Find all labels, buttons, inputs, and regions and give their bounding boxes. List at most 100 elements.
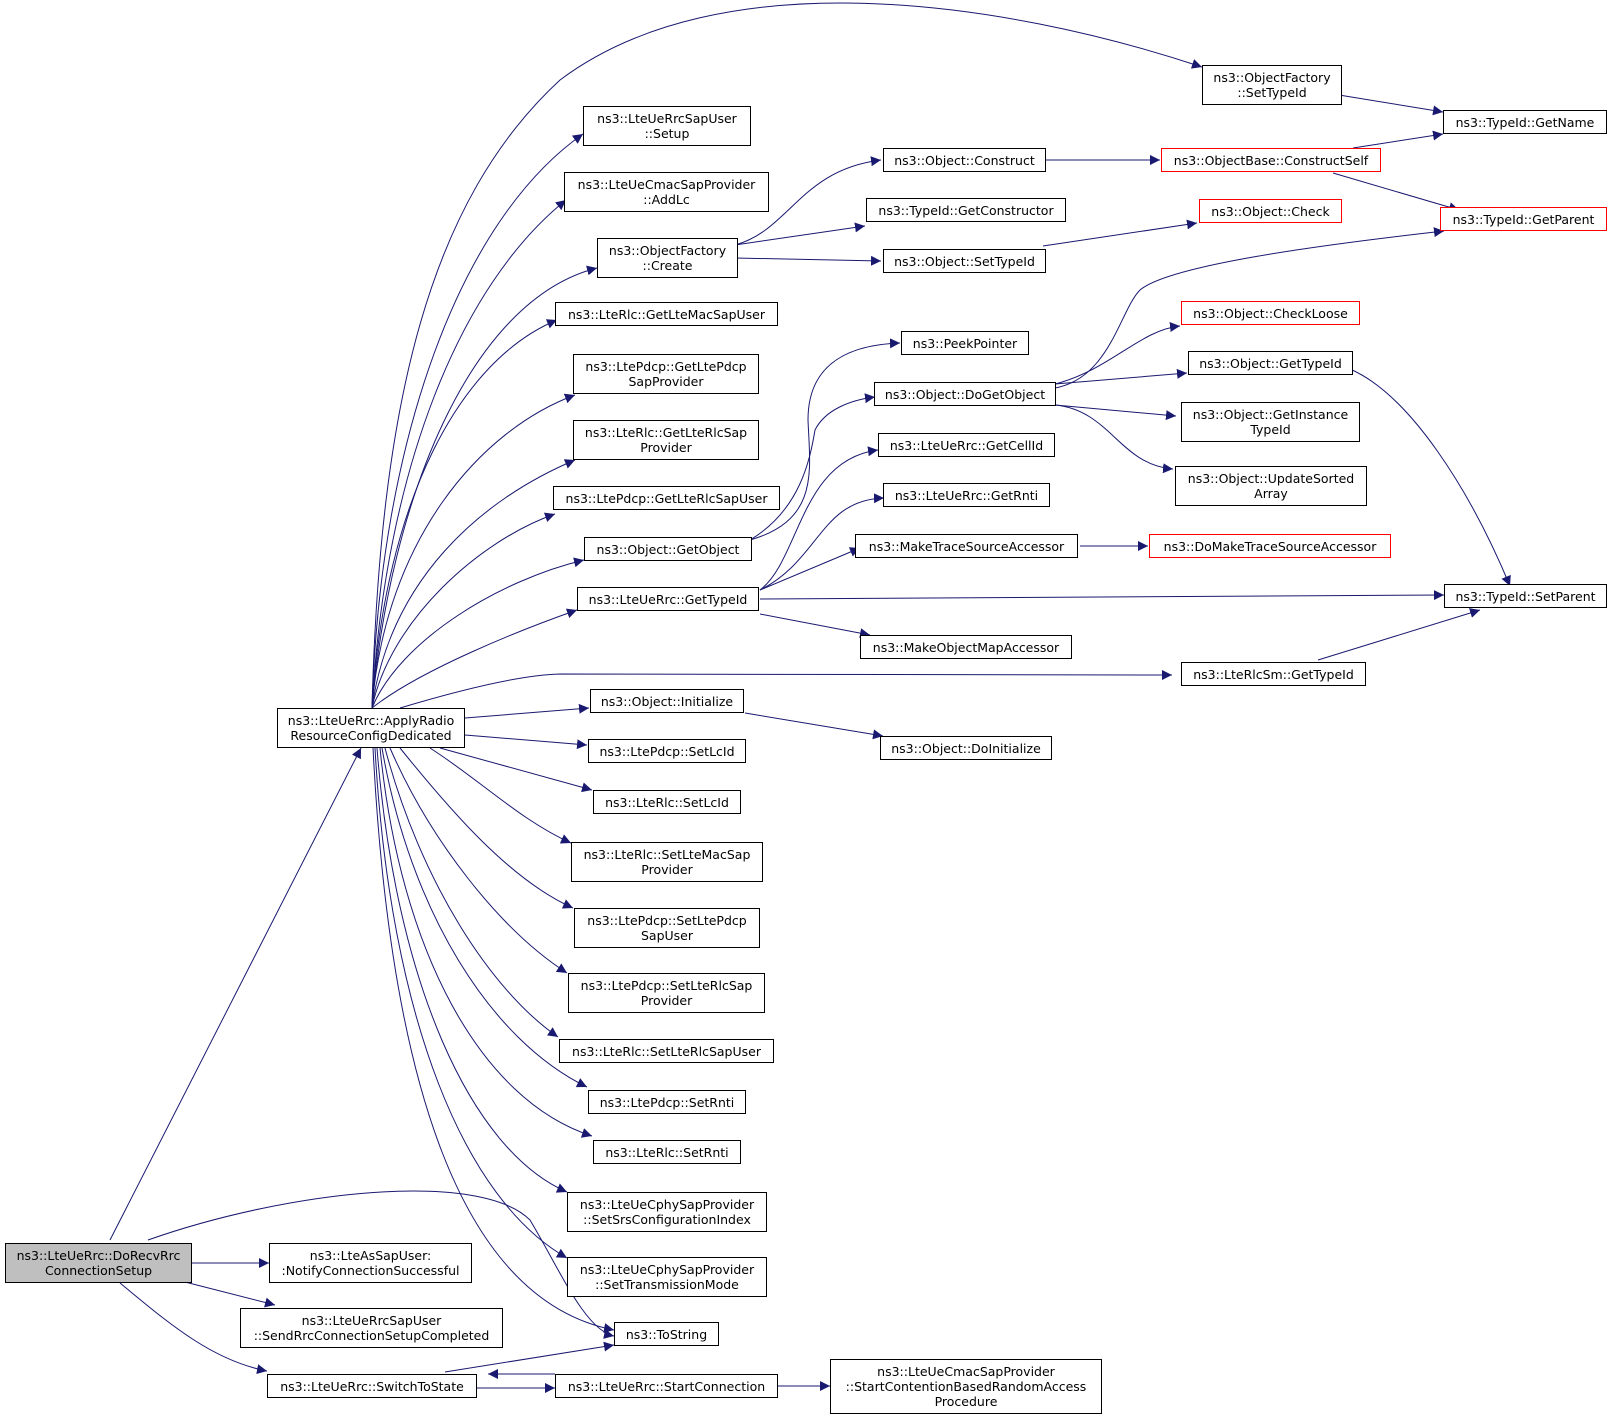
edge-constructself-getparent [1332, 172, 1460, 212]
node-object-base-construct-self[interactable]: ns3::ObjectBase::ConstructSelf [1161, 148, 1381, 172]
node-object-factory-set-type-id[interactable]: ns3::ObjectFactory ::SetTypeId [1202, 65, 1342, 105]
node-lte-ue-rrc-get-rnti[interactable]: ns3::LteUeRrc::GetRnti [883, 483, 1050, 507]
node-start-contention-based-random-access[interactable]: ns3::LteUeCmacSapProvider ::StartContent… [830, 1359, 1102, 1414]
edge-root-apply [109, 747, 362, 1241]
edge-apply-settxmode [374, 747, 568, 1259]
node-lte-ue-rrc-sap-user-setup[interactable]: ns3::LteUeRrcSapUser ::Setup [583, 106, 751, 146]
node-object-do-get-object[interactable]: ns3::Object::DoGetObject [874, 382, 1056, 406]
node-do-make-trace-source-accessor[interactable]: ns3::DoMakeTraceSourceAccessor [1149, 534, 1391, 558]
node-lte-pdcp-get-lte-pdcp-sap-provider[interactable]: ns3::LtePdcp::GetLtePdcp SapProvider [573, 354, 759, 394]
node-type-id-get-name[interactable]: ns3::TypeId::GetName [1443, 110, 1607, 134]
node-make-object-map-accessor[interactable]: ns3::MakeObjectMapAccessor [860, 635, 1072, 659]
node-object-initialize[interactable]: ns3::Object::Initialize [590, 689, 744, 713]
node-lte-rlc-set-lte-mac-sap-provider[interactable]: ns3::LteRlc::SetLteMacSap Provider [571, 842, 763, 882]
node-lte-rlc-get-lte-mac-sap-user[interactable]: ns3::LteRlc::GetLteMacSapUser [555, 302, 778, 326]
edge-objgettypeid-setparent [1349, 368, 1511, 587]
node-apply-radio-resource-config-dedicated[interactable]: ns3::LteUeRrc::ApplyRadio ResourceConfig… [277, 708, 465, 748]
edge-dogetobject-updatesorted [1054, 404, 1174, 474]
node-lte-rlc-set-rnti[interactable]: ns3::LteRlc::SetRnti [593, 1140, 741, 1164]
node-type-id-set-parent[interactable]: ns3::TypeId::SetParent [1444, 584, 1607, 608]
edge-dogetobject-checkloose [1054, 322, 1181, 385]
edge-ofsettype-getname [1338, 94, 1444, 116]
edge-ofcreate-getconstructor [734, 222, 866, 246]
edge-apply-setltemac [429, 747, 572, 844]
edge-getobject-dogetobject [749, 393, 876, 541]
node-object-check[interactable]: ns3::Object::Check [1199, 199, 1342, 223]
node-send-rrc-connection-setup-completed[interactable]: ns3::LteUeRrcSapUser ::SendRrcConnection… [240, 1308, 503, 1348]
edge-apply-pdcpsetrnti [381, 747, 588, 1088]
node-lte-pdcp-set-lte-pdcp-sap-user[interactable]: ns3::LtePdcp::SetLtePdcp SapUser [574, 908, 760, 948]
node-notify-connection-successful[interactable]: ns3::LteAsSapUser: :NotifyConnectionSucc… [269, 1243, 472, 1283]
edge-apply-pdcpsetlcid [464, 734, 588, 750]
edge-uegettypeid-getrnti [759, 493, 885, 591]
node-lte-ue-rrc-get-cell-id[interactable]: ns3::LteUeRrc::GetCellId [878, 433, 1055, 457]
edge-apply-setsrs [376, 747, 568, 1193]
node-lte-rlc-sm-get-type-id[interactable]: ns3::LteRlcSm::GetTypeId [1181, 662, 1366, 686]
edge-uegettypeid-getcellid [759, 446, 879, 591]
node-object-do-initialize[interactable]: ns3::Object::DoInitialize [880, 736, 1052, 760]
edge-apply-rrcsetup [371, 133, 584, 709]
node-lte-rlc-get-lte-rlc-sap-provider[interactable]: ns3::LteRlc::GetLteRlcSap Provider [573, 420, 759, 460]
node-object-set-type-id[interactable]: ns3::Object::SetTypeId [883, 249, 1046, 273]
node-object-get-instance-type-id[interactable]: ns3::Object::GetInstance TypeId [1181, 402, 1360, 442]
node-type-id-get-parent[interactable]: ns3::TypeId::GetParent [1440, 207, 1607, 231]
edge-dogetobject-getparent [1054, 227, 1445, 389]
node-set-transmission-mode[interactable]: ns3::LteUeCphySapProvider ::SetTransmiss… [567, 1257, 767, 1297]
node-object-get-type-id[interactable]: ns3::Object::GetTypeId [1188, 351, 1353, 375]
node-object-construct[interactable]: ns3::Object::Construct [883, 148, 1046, 172]
node-start-connection[interactable]: ns3::LteUeRrc::StartConnection [555, 1374, 778, 1398]
edge-rlcsm-setparent [1317, 608, 1481, 661]
node-object-get-object[interactable]: ns3::Object::GetObject [584, 537, 752, 561]
edge-apply-setlterlcsapuser [384, 747, 559, 1038]
edge-ofcreate-objsettype [734, 255, 882, 266]
node-set-srs-configuration-index[interactable]: ns3::LteUeCphySapProvider ::SetSrsConfig… [567, 1192, 767, 1232]
node-lte-rlc-set-lte-rlc-sap-user[interactable]: ns3::LteRlc::SetLteRlcSapUser [559, 1039, 774, 1063]
edge-apply-getltepdcp [371, 393, 576, 709]
edge-apply-rlcsetlcid [439, 747, 593, 793]
node-lte-rlc-set-lc-id[interactable]: ns3::LteRlc::SetLcId [593, 790, 741, 814]
node-object-check-loose[interactable]: ns3::Object::CheckLoose [1181, 301, 1360, 325]
edge-apply-ofsettype [371, 2, 1203, 709]
edge-uegettypeid-setparent [759, 590, 1445, 601]
node-lte-pdcp-get-lte-rlc-sap-user[interactable]: ns3::LtePdcp::GetLteRlcSapUser [553, 486, 780, 510]
node-switch-to-state[interactable]: ns3::LteUeRrc::SwitchToState [267, 1374, 477, 1398]
edge-apply-setlterlcsapprov [389, 747, 568, 974]
edge-apply-rlcsm [399, 669, 1173, 709]
node-lte-pdcp-set-lc-id[interactable]: ns3::LtePdcp::SetLcId [588, 739, 746, 763]
node-lte-ue-cmac-sap-provider-add-lc[interactable]: ns3::LteUeCmacSapProvider ::AddLc [564, 172, 769, 212]
edge-apply-getobject [371, 557, 585, 709]
edge-switch-tostring [444, 1341, 615, 1373]
node-make-trace-source-accessor[interactable]: ns3::MakeTraceSourceAccessor [855, 534, 1078, 558]
edge-constructself-getname [1352, 130, 1444, 149]
node-do-recv-rrc-connection-setup: ns3::LteUeRrc::DoRecvRrc ConnectionSetup [5, 1243, 192, 1283]
edge-apply-addlc [371, 199, 567, 709]
edge-initialize-doinitialize [744, 712, 884, 740]
edge-apply-ofcreate [371, 265, 598, 709]
node-peek-pointer[interactable]: ns3::PeekPointer [901, 331, 1029, 355]
edge-getobject-peekpointer [749, 338, 901, 541]
edge-apply-rlcsetrnti [379, 747, 593, 1138]
edge-root-switch [119, 1282, 268, 1375]
edge-apply-getrlcsapuser [371, 512, 556, 709]
edge-apply-getlterlcsap [371, 459, 576, 709]
edge-apply-tostring [372, 747, 615, 1333]
edge-root-sendrrc [184, 1281, 276, 1308]
edge-apply-uegettypeid [371, 608, 578, 709]
edge-uegettypeid-makeobjmap [759, 613, 871, 639]
edge-root-tostring [147, 1190, 615, 1339]
node-lte-ue-rrc-get-type-id[interactable]: ns3::LteUeRrc::GetTypeId [577, 587, 759, 611]
node-lte-pdcp-set-lte-rlc-sap-provider[interactable]: ns3::LtePdcp::SetLteRlcSap Provider [568, 973, 765, 1013]
node-object-factory-create[interactable]: ns3::ObjectFactory ::Create [597, 238, 738, 278]
edge-ofcreate-construct [734, 156, 882, 246]
node-lte-pdcp-set-rnti[interactable]: ns3::LtePdcp::SetRnti [588, 1090, 746, 1114]
edge-apply-getltemac [371, 319, 558, 709]
edge-dogetobject-getinstance [1054, 404, 1177, 421]
node-type-id-get-constructor[interactable]: ns3::TypeId::GetConstructor [866, 198, 1066, 222]
edge-objsettype-objcheck [1042, 219, 1198, 247]
node-to-string[interactable]: ns3::ToString [614, 1322, 719, 1346]
node-object-update-sorted-array[interactable]: ns3::Object::UpdateSorted Array [1175, 466, 1367, 506]
edge-uegettypeid-maketrace [759, 547, 861, 591]
edge-apply-initialize [464, 703, 590, 719]
